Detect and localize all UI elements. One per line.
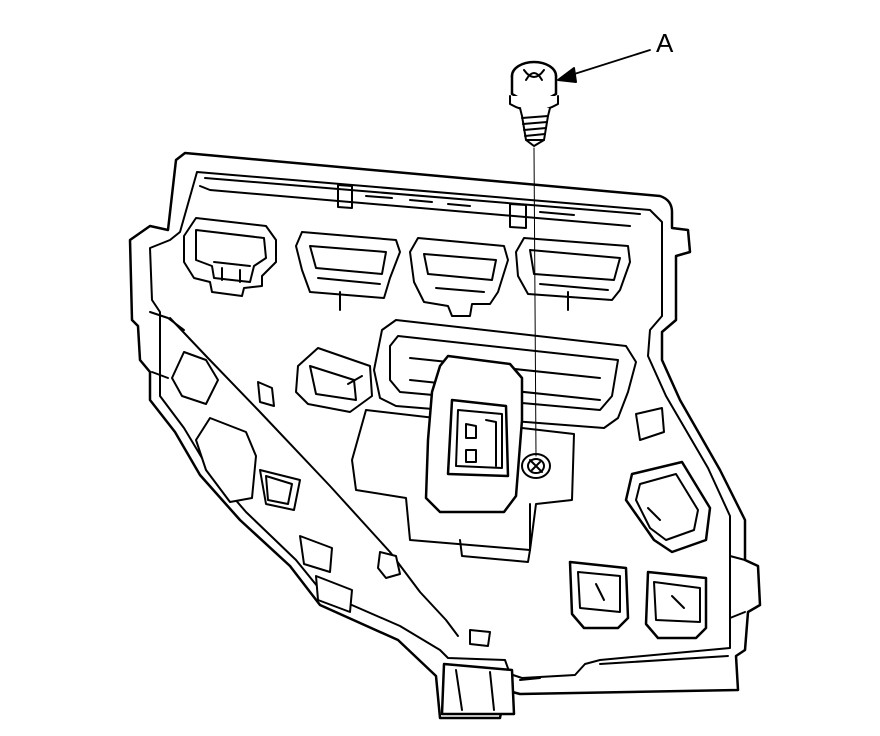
bolt-hole xyxy=(522,454,550,478)
left-side-clips xyxy=(172,352,400,612)
small-tab-right xyxy=(636,408,664,440)
connector-top-3 xyxy=(410,238,508,316)
alignment-line xyxy=(534,148,536,456)
connector-top-2 xyxy=(296,232,400,310)
connector-small-left xyxy=(296,348,372,412)
connector-lower-right-2 xyxy=(646,572,706,638)
callout-label-a: A xyxy=(656,28,674,58)
relay-socket xyxy=(426,356,522,512)
callout-arrow-a xyxy=(558,50,650,82)
bolt-a xyxy=(510,62,558,146)
connector-top-1 xyxy=(184,218,276,296)
connector-right-upper xyxy=(626,462,710,552)
connector-top-4 xyxy=(516,238,630,310)
connector-lower-right-1 xyxy=(570,562,628,628)
bottom-clip xyxy=(442,630,514,714)
